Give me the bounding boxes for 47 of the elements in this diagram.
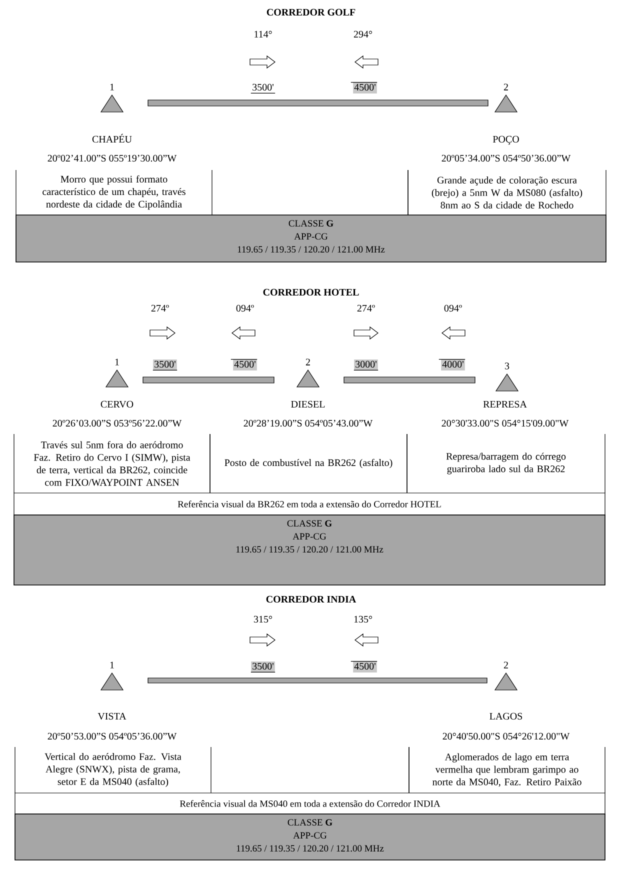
- altitude-label: 3500': [250, 662, 276, 672]
- altitude-label: 4500': [230, 359, 258, 370]
- altitude-label: 4500': [350, 82, 378, 94]
- description-text: Morro que possui formato característico de um chapéu, través nordeste da cidade de Cipolândia: [42, 175, 186, 210]
- heading-label: 294°: [354, 30, 372, 38]
- section-title: CORREDOR GOLF: [266, 8, 356, 16]
- airspace-class-box: CLASSE G APP-CG 119.65 / 119.35 / 120.20 / 121.00 MHz: [16, 214, 606, 262]
- coordinates-label: 20º28’19.00”S 054º05’43.00”W: [244, 420, 373, 427]
- corridor-bar: [148, 100, 488, 106]
- description-text: Posto de combustível na BR262 (asfalto): [224, 458, 392, 468]
- corridor-bar: [344, 376, 476, 384]
- heading-label: 114°: [254, 30, 272, 38]
- airspace-class-box: CLASSE G APP-CG 119.65 / 119.35 / 120.20 / 121.00 MHz: [14, 514, 606, 586]
- heading-label: 274º: [151, 304, 169, 312]
- airspace-class-box: CLASSE G APP-CG 119.65 / 119.35 / 120.20 / 121.00 MHz: [14, 814, 606, 860]
- corridor-bar: [142, 376, 274, 384]
- heading-label: 315°: [254, 616, 272, 623]
- section-title: CORREDOR HOTEL: [263, 288, 359, 296]
- waypoint-name: CHAPÉU: [92, 134, 132, 143]
- waypoint-name: LAGOS: [490, 712, 522, 720]
- heading-label: 094º: [236, 304, 254, 312]
- corridor-bar: [148, 678, 488, 684]
- waypoint-name: DIESEL: [291, 400, 325, 408]
- coordinates-label: 20º50’53.00”S 054º05’36.00”W: [48, 732, 177, 740]
- waypoint-name: VISTA: [98, 712, 126, 720]
- coordinates-label: 20º26’03.00”S 053º56’22.00”W: [52, 420, 182, 427]
- description-text: Través sul 5nm fora do aeródromo Faz. Retiro do Cervo I (SIMW), pista de terra, vertical da BR262, coincide com FIXO/WAYPOINT ANSEN: [34, 441, 190, 486]
- altitude-label: 4500': [350, 661, 378, 672]
- description-text: Aglomerados de lago em terra vermelha que lembram garimpo ao norte da MS040, Faz. Retiro Paixão: [432, 753, 582, 787]
- coordinates-label: 20°30'33.00"S 054°15'09.00"W: [442, 420, 569, 427]
- coordinates-label: 20°40'50.00"S 054°26'12.00"W: [442, 732, 570, 740]
- heading-label: 135°: [354, 616, 372, 623]
- description-text: Grande açude de coloração escura (brejo) a 5nm W da MS080 (asfalto) 8nm ao S da cidade de Rochedo: [432, 176, 582, 209]
- coordinates-label: 20º05’34.00”S 054º50’36.00”W: [442, 154, 571, 162]
- description-text: Vertical do aeródromo Faz. Vista Alegre (SNWX), pista de grama, setor E da MS040 (asfalto): [44, 752, 182, 788]
- waypoint-name: POÇO: [492, 136, 519, 145]
- waypoint-name: REPRESA: [483, 400, 527, 408]
- section-title: CORREDOR INDIA: [266, 596, 356, 603]
- altitude-label: 3000': [354, 360, 378, 370]
- heading-label: 274º: [357, 304, 375, 312]
- heading-label: 094º: [444, 304, 462, 312]
- altitude-label: 3500': [250, 84, 276, 94]
- coordinates-label: 20º02’41.00”S 055º19’30.00”W: [48, 154, 177, 162]
- altitude-label: 4000': [438, 359, 466, 370]
- altitude-label: 3500': [152, 360, 178, 370]
- waypoint-name: CERVO: [100, 400, 134, 408]
- description-text: Represa/barragem do córrego guariroba lado sul da BR262: [446, 452, 566, 474]
